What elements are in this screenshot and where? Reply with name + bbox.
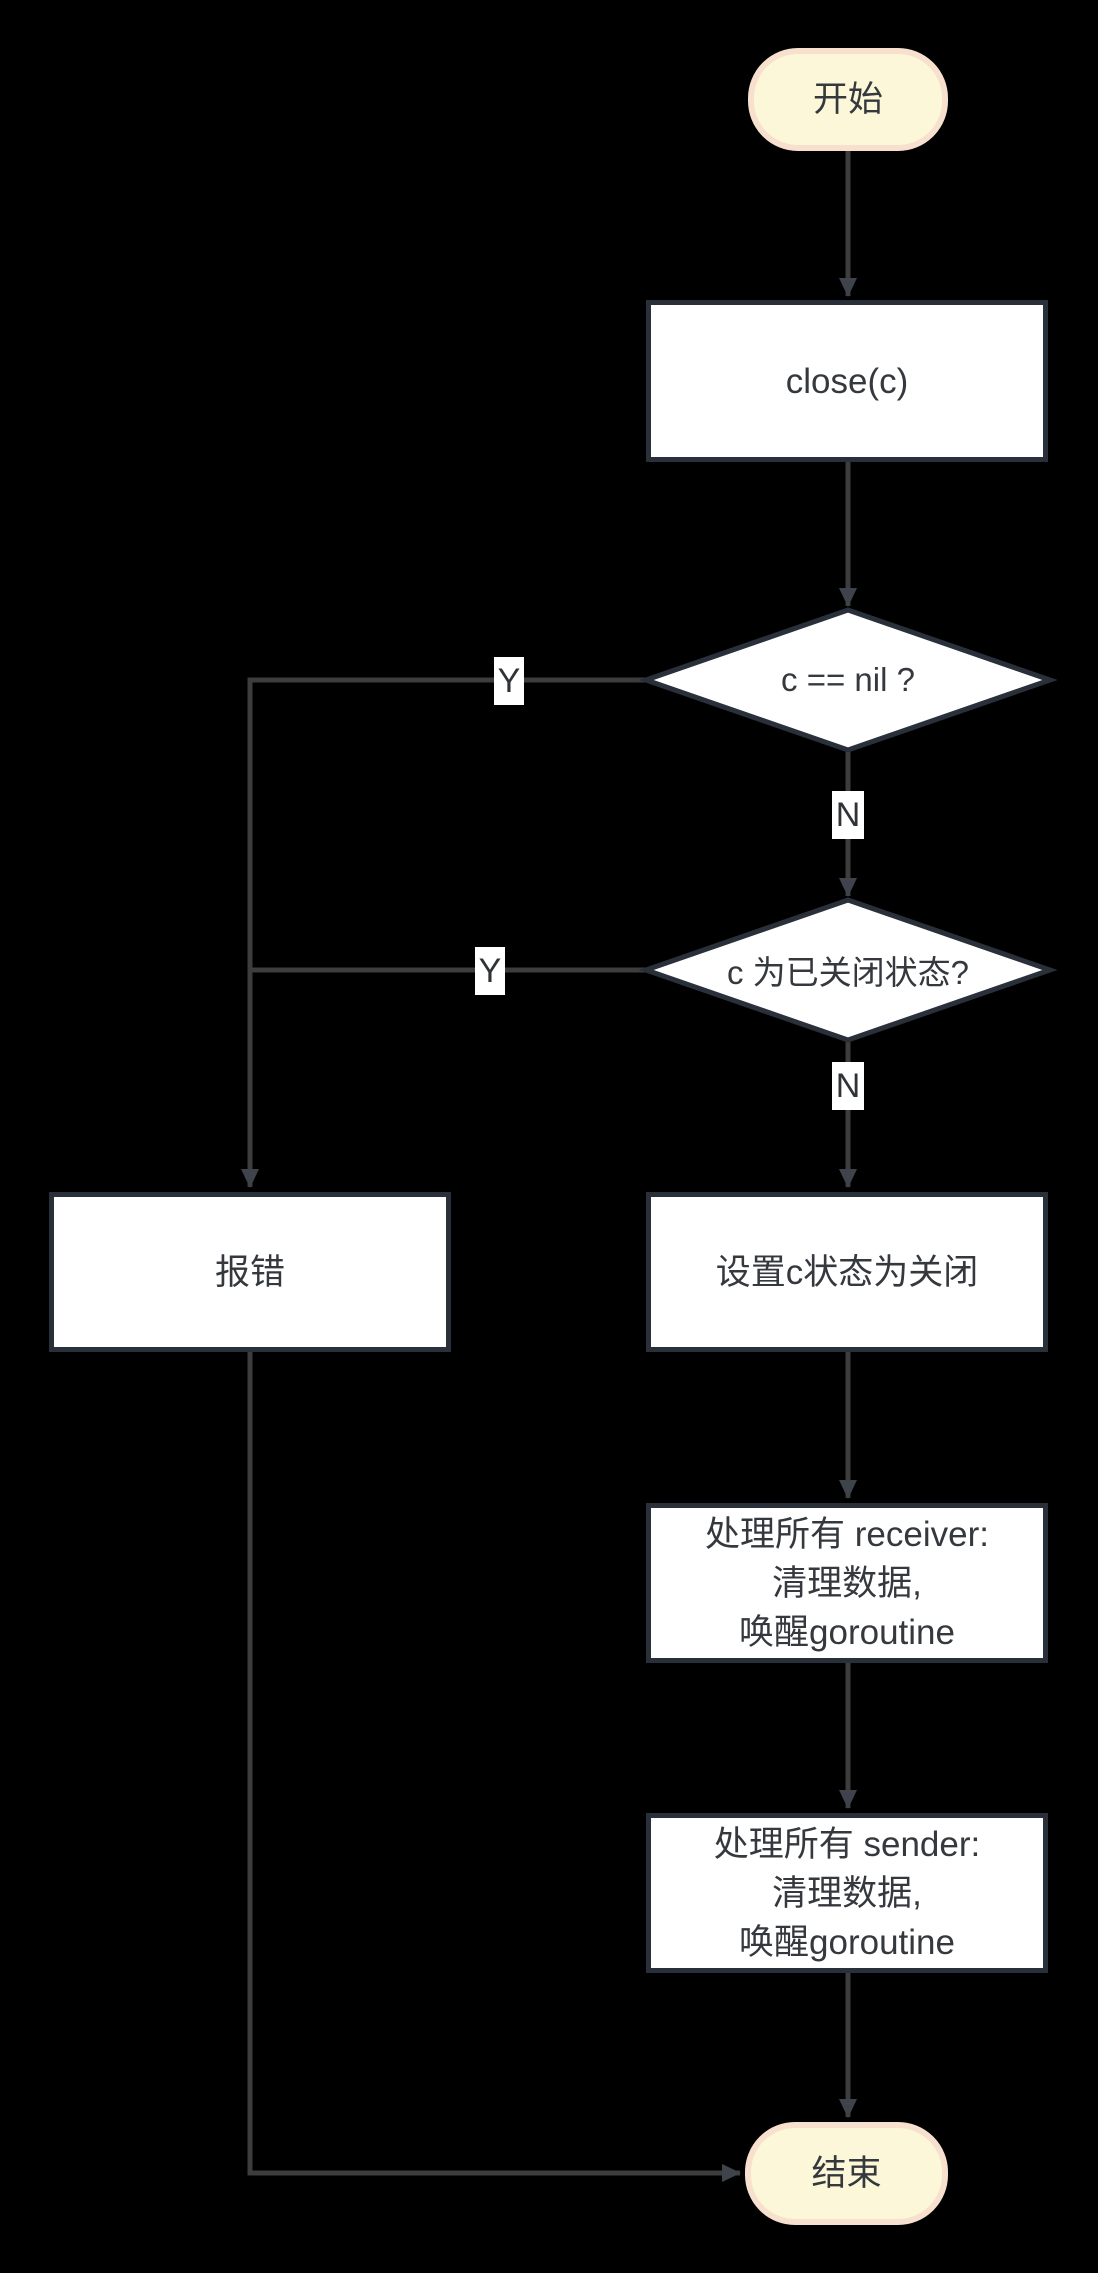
senders-line-3: 唤醒goroutine [739, 1922, 955, 1962]
senders-line-2: 清理数据, [772, 1873, 922, 1913]
branch-label-nil-yes: Y [494, 657, 524, 705]
closed-check-label: c 为已关闭状态? [726, 954, 970, 991]
node-handle-receivers: 处理所有 receiver: 清理数据, 唤醒goroutine [646, 1503, 1048, 1663]
node-report-error-label: 报错 [214, 1252, 285, 1292]
senders-line-1: 处理所有 sender: [713, 1824, 981, 1864]
diamond-closed-check [638, 897, 1058, 1043]
node-end-label: 结束 [811, 2154, 882, 2193]
node-start-label: 开始 [812, 80, 883, 119]
node-report-error: 报错 [49, 1192, 451, 1352]
branch-label-nil-no: N [832, 791, 864, 839]
branch-label-closed-no: N [832, 1062, 864, 1110]
node-set-closed-label: 设置c状态为关闭 [715, 1252, 979, 1292]
node-close-call: close(c) [646, 300, 1048, 462]
receivers-line-3: 唤醒goroutine [739, 1612, 955, 1652]
receivers-line-1: 处理所有 receiver: [705, 1514, 989, 1554]
edge-error-to-end [247, 1352, 741, 2182]
nil-check-label: c == nil ? [781, 661, 915, 698]
diamond-nil-check [638, 607, 1058, 753]
edge-nilcheck-yes [241, 677, 650, 1188]
node-end: 结束 [745, 2122, 948, 2225]
branch-label-closed-yes: Y [475, 947, 505, 995]
receivers-line-2: 清理数据, [772, 1563, 922, 1603]
node-handle-senders: 处理所有 sender: 清理数据, 唤醒goroutine [646, 1813, 1048, 1973]
node-set-closed: 设置c状态为关闭 [646, 1192, 1048, 1352]
node-start: 开始 [748, 48, 948, 151]
node-close-call-label: close(c) [785, 361, 909, 401]
